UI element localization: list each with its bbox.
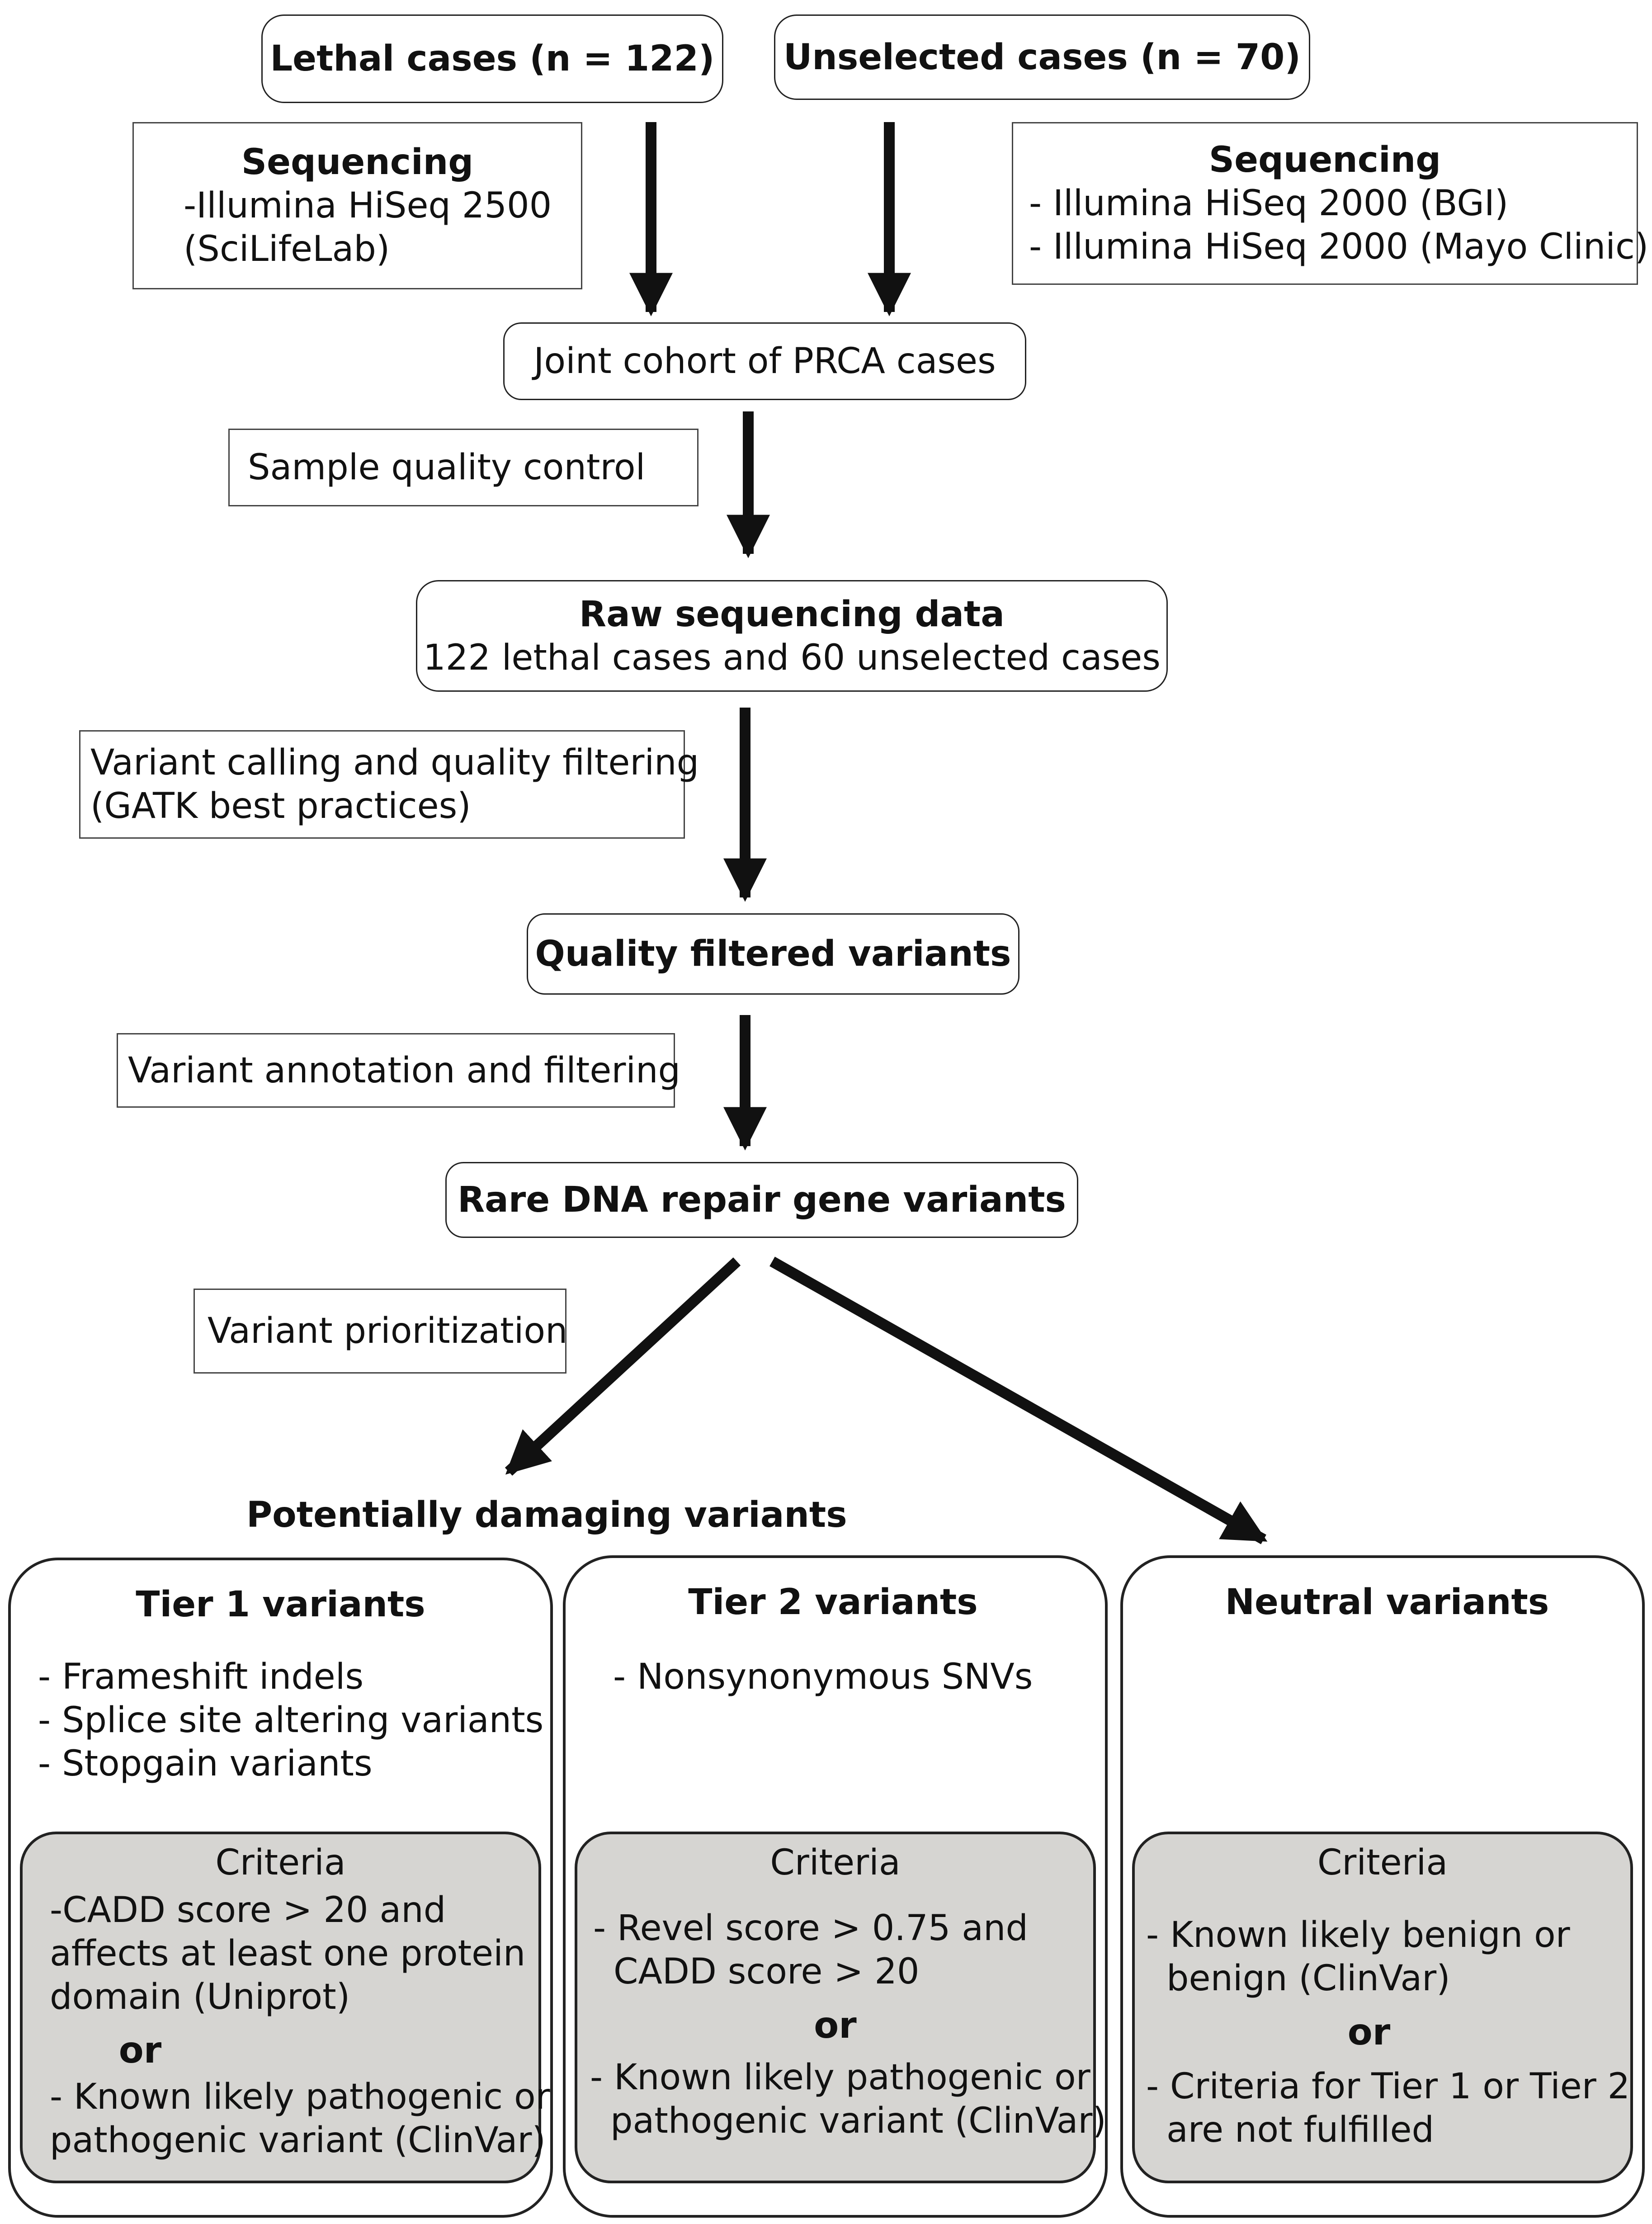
neutral-panel: Neutral variants Criteria - Known likely… [1120, 1555, 1645, 2218]
lethal-cases-label: Lethal cases (n = 122) [270, 38, 715, 79]
arrow-rare-to-damaging [505, 1257, 741, 1476]
tier1-criteria-title: Criteria [215, 1842, 346, 1883]
annotation-note: Variant annotation and filtering [117, 1033, 681, 1108]
tier1-panel: Tier 1 variants - Frameshift indels - Sp… [8, 1558, 553, 2218]
neutral-criteria-line: - Known likely benign or [1146, 1915, 1570, 1955]
sample-qc-label: Sample quality control [248, 447, 646, 488]
rare-variants-label: Rare DNA repair gene variants [458, 1180, 1066, 1220]
neutral-criteria-line: benign (ClinVar) [1166, 1958, 1450, 1999]
tier2-item: - Nonsynonymous SNVs [613, 1657, 1033, 1697]
tier1-criteria-line: - Known likely pathogenic or [50, 2077, 550, 2117]
tier2-title: Tier 2 variants [688, 1582, 978, 1623]
tier1-criteria-box: Criteria -CADD score > 20 and affects at… [20, 1832, 550, 2183]
potentially-damaging-label: Potentially damaging variants [246, 1495, 847, 1535]
raw-sequencing-box: Raw sequencing data 122 lethal cases and… [416, 580, 1168, 692]
variant-calling-line: Variant calling and quality filtering [90, 742, 699, 783]
sequencing-left-note: Sequencing -Illumina HiSeq 2500 (SciLife… [132, 122, 582, 289]
rare-variants-box: Rare DNA repair gene variants [445, 1162, 1078, 1238]
sequencing-right-line: - Illumina HiSeq 2000 (Mayo Clinic) [1029, 227, 1649, 267]
neutral-criteria-box: Criteria - Known likely benign or benign… [1132, 1832, 1633, 2183]
joint-cohort-box: Joint cohort of PRCA cases [503, 322, 1026, 400]
sequencing-left-line: (SciLifeLab) [184, 229, 390, 269]
tier2-criteria-line: CADD score > 20 [614, 1951, 920, 1992]
raw-sequencing-title: Raw sequencing data [579, 594, 1005, 635]
prioritization-label: Variant prioritization [208, 1311, 568, 1351]
quality-filtered-label: Quality filtered variants [535, 934, 1011, 974]
annotation-label: Variant annotation and filtering [128, 1050, 681, 1091]
tier1-title: Tier 1 variants [136, 1584, 425, 1625]
prioritization-note: Variant prioritization [194, 1289, 568, 1374]
tier2-criteria-box: Criteria - Revel score > 0.75 and CADD s… [575, 1832, 1106, 2183]
unselected-cases-box: Unselected cases (n = 70) [774, 14, 1310, 100]
tier1-item: - Frameshift indels [38, 1657, 364, 1697]
sequencing-right-note: Sequencing - Illumina HiSeq 2000 (BGI) -… [1012, 122, 1649, 285]
variant-calling-line: (GATK best practices) [90, 786, 471, 826]
sample-qc-note: Sample quality control [228, 429, 699, 506]
raw-sequencing-subtitle: 122 lethal cases and 60 unselected cases [423, 637, 1161, 678]
neutral-criteria-line: are not fulfilled [1166, 2110, 1435, 2150]
tier1-item: - Splice site altering variants [38, 1700, 544, 1741]
sequencing-left-line: -Illumina HiSeq 2500 [184, 185, 552, 226]
tier2-criteria-line: - Revel score > 0.75 and [593, 1908, 1028, 1949]
tier2-panel: Tier 2 variants - Nonsynonymous SNVs Cri… [563, 1555, 1108, 2218]
sequencing-right-title: Sequencing [1208, 140, 1441, 180]
sequencing-right-line: - Illumina HiSeq 2000 (BGI) [1029, 183, 1509, 224]
neutral-title: Neutral variants [1225, 1582, 1549, 1623]
lethal-cases-box: Lethal cases (n = 122) [261, 14, 723, 103]
joint-cohort-label: Joint cohort of PRCA cases [533, 341, 996, 382]
arrow-rare-to-neutral [769, 1256, 1268, 1544]
neutral-criteria-line: - Criteria for Tier 1 or Tier 2 [1146, 2066, 1630, 2107]
tier1-criteria-line: affects at least one protein [50, 1933, 526, 1974]
tier1-item: - Stopgain variants [38, 1743, 373, 1784]
sequencing-left-title: Sequencing [241, 142, 474, 183]
neutral-criteria-title: Criteria [1317, 1842, 1448, 1883]
variant-calling-note: Variant calling and quality filtering (G… [79, 730, 699, 839]
tier2-criteria-line: pathogenic variant (ClinVar) [610, 2101, 1106, 2141]
quality-filtered-box: Quality filtered variants [527, 913, 1020, 995]
tier2-or: or [814, 2004, 857, 2046]
tier1-or: or [118, 2029, 162, 2071]
tier2-criteria-line: - Known likely pathogenic or [590, 2057, 1090, 2098]
tier2-criteria-title: Criteria [770, 1842, 901, 1883]
tier1-criteria-line: domain (Uniprot) [50, 1977, 350, 2017]
tier1-criteria-line: -CADD score > 20 and [50, 1890, 446, 1931]
unselected-cases-label: Unselected cases (n = 70) [783, 37, 1301, 78]
neutral-or: or [1347, 2011, 1391, 2053]
tier1-criteria-line: pathogenic variant (ClinVar) [50, 2120, 546, 2161]
